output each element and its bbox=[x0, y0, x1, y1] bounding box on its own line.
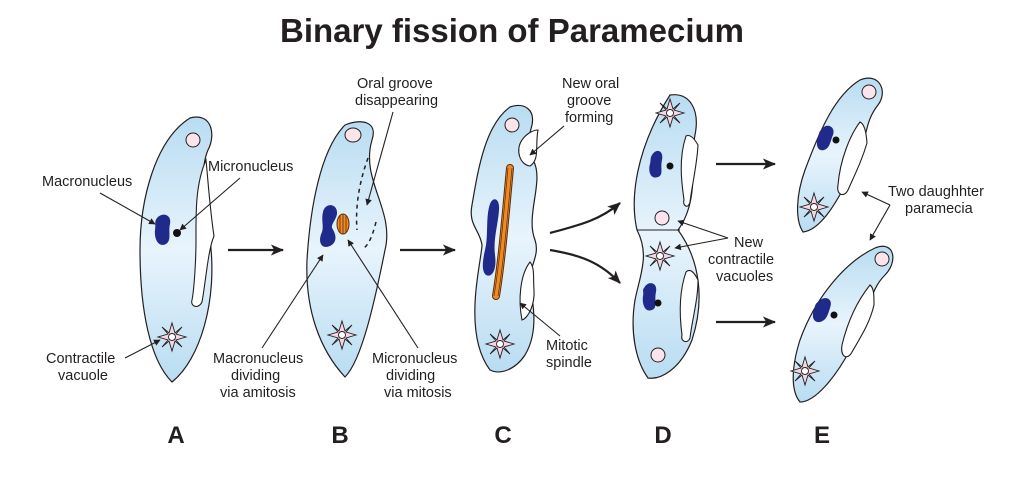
pointer-new-cv-lower bbox=[674, 237, 729, 251]
label-oral-groove-1: Oral groove bbox=[357, 76, 433, 92]
pointer-oral-groove bbox=[365, 111, 394, 206]
arrow-c-to-d-lower bbox=[549, 248, 621, 284]
pointer-new-cv-upper bbox=[677, 219, 729, 239]
label-contractile-vacuole-1: Contractile bbox=[46, 351, 115, 367]
label-macro-dividing-2: dividing bbox=[231, 368, 280, 384]
pointer-daughter-lower bbox=[869, 204, 891, 241]
label-two-daughter-2: paramecia bbox=[905, 201, 974, 217]
stage-label-b: B bbox=[331, 422, 348, 449]
label-new-oral-groove-3: forming bbox=[565, 110, 613, 126]
stage-b-paramecium bbox=[306, 121, 388, 378]
label-micronucleus: Micronucleus bbox=[208, 159, 293, 175]
label-macro-dividing-1: Macronucleus bbox=[213, 351, 303, 367]
stage-label-c: C bbox=[494, 422, 511, 449]
pointer-macro-dividing bbox=[261, 254, 324, 349]
pointer-micro-dividing bbox=[347, 239, 419, 349]
label-new-oral-groove-2: groove bbox=[567, 93, 611, 109]
stage-a-paramecium bbox=[139, 116, 215, 383]
pointer-micronucleus bbox=[179, 177, 241, 231]
label-mitotic-spindle-2: spindle bbox=[546, 355, 592, 371]
pointer-mitotic-spindle bbox=[519, 302, 561, 337]
stage-d-paramecium bbox=[632, 94, 700, 379]
stage-e-daughter-lower bbox=[790, 245, 894, 403]
diagram-title: Binary fission of Paramecium bbox=[280, 12, 744, 49]
stage-c-paramecium bbox=[470, 104, 539, 373]
pointer-daughter-upper bbox=[861, 191, 891, 206]
label-macro-dividing-3: via amitosis bbox=[220, 385, 296, 401]
label-micro-dividing-3: via mitosis bbox=[384, 385, 452, 401]
label-new-oral-groove-1: New oral bbox=[562, 76, 619, 92]
stage-label-a: A bbox=[167, 422, 184, 449]
pointer-macronucleus bbox=[99, 192, 156, 225]
pointer-new-oral-groove bbox=[529, 125, 565, 156]
label-contractile-vacuole-2: vacuole bbox=[58, 368, 108, 384]
pointer-contractile-vacuole bbox=[124, 339, 161, 359]
label-two-daughter-1: Two daughhter bbox=[888, 184, 984, 200]
label-mitotic-spindle-1: Mitotic bbox=[546, 338, 588, 354]
stage-label-d: D bbox=[654, 422, 671, 449]
stage-label-e: E bbox=[814, 422, 830, 449]
label-new-cv-2: contractile bbox=[708, 252, 774, 268]
stage-e-daughter-upper bbox=[796, 77, 883, 233]
label-micro-dividing-2: dividing bbox=[386, 368, 435, 384]
label-new-cv-3: vacuoles bbox=[716, 269, 773, 285]
label-macronucleus: Macronucleus bbox=[42, 174, 132, 190]
label-new-cv-1: New bbox=[734, 235, 764, 251]
label-oral-groove-2: disappearing bbox=[355, 93, 438, 109]
label-micro-dividing-1: Micronucleus bbox=[372, 351, 457, 367]
arrow-c-to-d-upper bbox=[549, 202, 621, 235]
